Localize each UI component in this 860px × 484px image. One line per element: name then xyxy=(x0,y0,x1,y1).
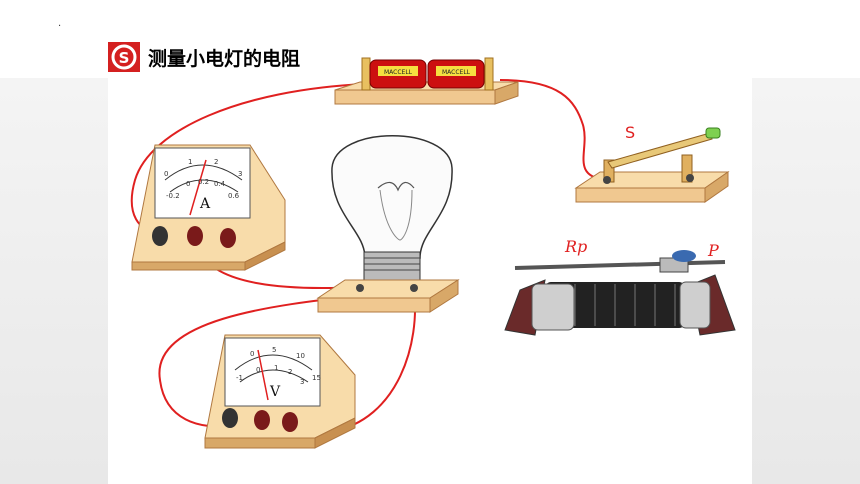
voltmeter-unit: V xyxy=(269,384,281,400)
logo-icon: S xyxy=(108,42,140,72)
battery-holder: MACCELL MACCELL xyxy=(334,57,519,105)
page-title: 测量小电灯的电阻 xyxy=(148,48,301,70)
left-side-panel xyxy=(0,78,108,484)
voltmeter-tick-0: 0 xyxy=(250,350,254,358)
rheostat-label: Rp xyxy=(564,237,587,256)
ammeter-subtick-0: -0.2 xyxy=(166,192,180,200)
voltmeter-subtick-3: 2 xyxy=(288,368,292,376)
voltmeter-subtick-1: 0 xyxy=(256,366,260,374)
corner-dot: . xyxy=(58,18,62,29)
lamp xyxy=(316,135,460,313)
knife-switch: S xyxy=(574,123,730,203)
ammeter-subtick-4: 0.6 xyxy=(228,192,240,200)
ammeter-tick-1: 1 xyxy=(188,158,192,166)
ammeter-subtick-1: 0 xyxy=(186,180,190,188)
voltmeter-subtick-2: 1 xyxy=(274,364,278,372)
ammeter: 0 1 2 3 -0.2 0 0.2 0.4 0.6 A xyxy=(131,144,286,271)
ammeter-tick-2: 2 xyxy=(214,158,218,166)
wire-battery-switch xyxy=(499,79,606,181)
voltmeter: 0 5 10 15 -1 0 1 2 3 V xyxy=(204,334,356,449)
ammeter-tick-0: 0 xyxy=(164,170,168,178)
voltmeter-tick-2: 10 xyxy=(296,352,305,360)
voltmeter-tick-3: 15 xyxy=(312,374,321,382)
ammeter-subtick-3: 0.4 xyxy=(214,180,226,188)
voltmeter-subtick-0: -1 xyxy=(236,374,243,382)
wire-lamp-voltmeter-left xyxy=(158,294,367,428)
battery-brand-2: MACCELL xyxy=(442,69,471,76)
ammeter-unit: A xyxy=(199,196,211,212)
voltmeter-subtick-4: 3 xyxy=(300,378,304,386)
ammeter-tick-3: 3 xyxy=(238,170,242,178)
right-side-panel xyxy=(752,78,860,484)
voltmeter-tick-1: 5 xyxy=(272,346,276,354)
wire-battery-ammeter xyxy=(130,83,366,233)
switch-label: S xyxy=(625,123,635,142)
logo-letter: S xyxy=(119,49,130,67)
ammeter-subtick-2: 0.2 xyxy=(198,178,209,186)
battery-brand-1: MACCELL xyxy=(384,69,413,76)
rheostat: Rp P xyxy=(504,237,736,336)
slider-label: P xyxy=(707,241,719,260)
